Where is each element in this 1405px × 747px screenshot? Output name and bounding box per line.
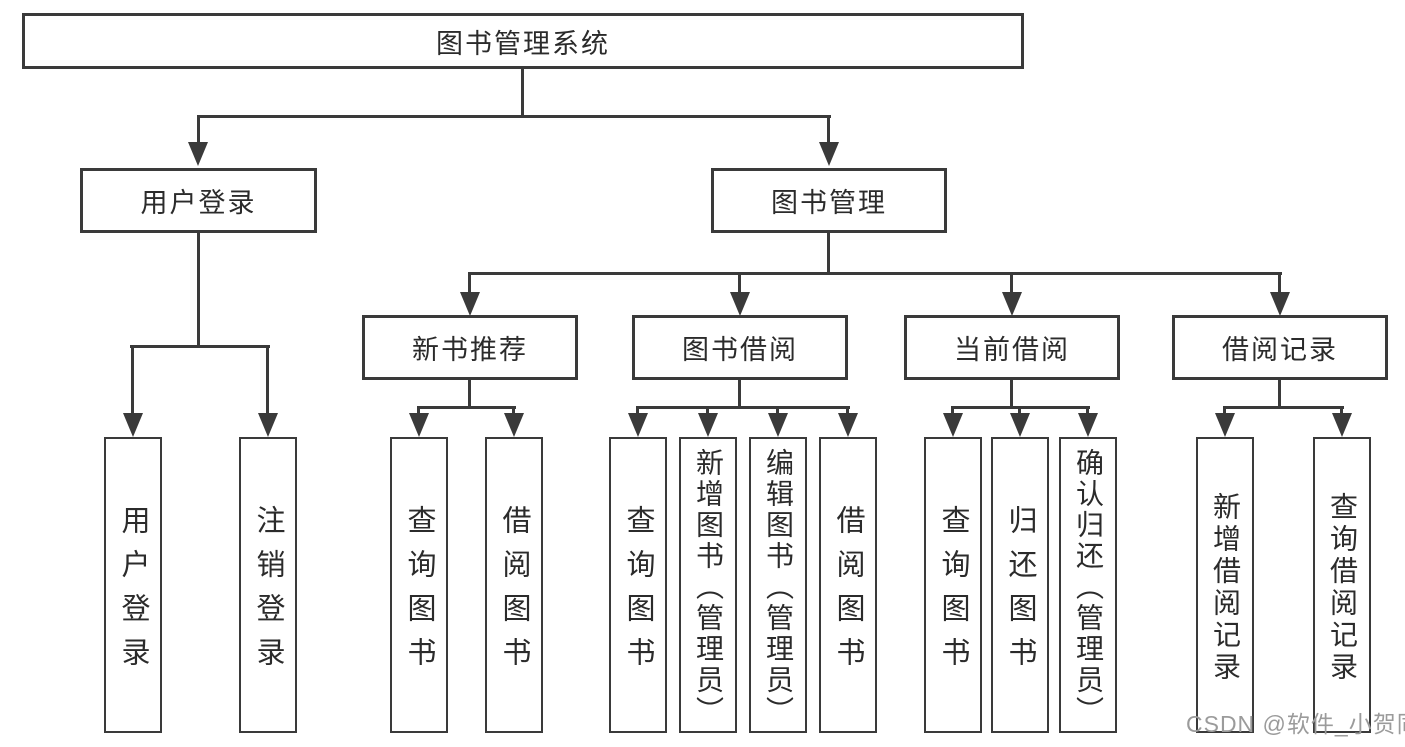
connector-line (738, 272, 741, 296)
node-label: 查询图书 (403, 505, 435, 681)
arrow-down-icon (1002, 292, 1022, 316)
arrow-down-icon (460, 292, 480, 316)
connector-line (197, 115, 200, 146)
connector-line (468, 272, 1282, 275)
arrow-down-icon (123, 413, 143, 437)
node-label: 图书管理系统 (436, 28, 610, 59)
arrow-down-icon (409, 413, 429, 437)
connector-line (776, 406, 779, 415)
node-label: 注销登录 (252, 505, 284, 681)
node-label: 借阅图书 (498, 505, 530, 681)
arrow-down-icon (698, 413, 718, 437)
connector-line (846, 406, 849, 415)
connector-line (738, 380, 741, 408)
csdn-watermark: CSDN @软件_小贺同学 (1186, 711, 1405, 737)
connector-line (1018, 406, 1021, 415)
arrow-down-icon (768, 413, 788, 437)
connector-line (1223, 406, 1226, 415)
node-label: 查询借阅记录 (1327, 492, 1358, 684)
node-label: 用户登录 (117, 505, 149, 681)
leaf-add-borrow-record: 新增借阅记录 (1196, 437, 1254, 733)
node-label: 查询图书 (937, 505, 969, 681)
connector-line (197, 233, 200, 347)
leaf-borrow-books-recommend: 借阅图书 (485, 437, 543, 733)
arrow-down-icon (188, 142, 208, 166)
node-label: 借阅图书 (832, 505, 864, 681)
node-label: 新书推荐 (412, 335, 528, 365)
leaf-logout: 注销登录 (239, 437, 297, 733)
node-current-borrow: 当前借阅 (904, 315, 1120, 380)
connector-line (1086, 406, 1089, 415)
node-label: 图书管理 (771, 188, 887, 218)
node-label: 借阅记录 (1222, 335, 1338, 365)
arrow-down-icon (1078, 413, 1098, 437)
arrow-down-icon (504, 413, 524, 437)
connector-line (468, 380, 471, 408)
node-label: 查询图书 (622, 505, 654, 681)
node-label: 当前借阅 (954, 335, 1070, 365)
leaf-query-books-recommend: 查询图书 (390, 437, 448, 733)
connector-line (521, 69, 524, 117)
leaf-query-borrow-record: 查询借阅记录 (1313, 437, 1371, 733)
connector-line (1223, 406, 1344, 409)
arrow-down-icon (628, 413, 648, 437)
connector-line (1010, 272, 1013, 296)
connector-line (417, 406, 420, 415)
leaf-add-books-admin: 新增图书（管理员） (679, 437, 737, 733)
node-label: 用户登录 (140, 188, 257, 218)
leaf-query-books-current: 查询图书 (924, 437, 982, 733)
connector-line (951, 406, 954, 415)
node-user-login: 用户登录 (80, 168, 317, 233)
leaf-return-books: 归还图书 (991, 437, 1049, 733)
node-borrow-records: 借阅记录 (1172, 315, 1388, 380)
leaf-query-books-borrow: 查询图书 (609, 437, 667, 733)
arrow-down-icon (838, 413, 858, 437)
connector-line (468, 272, 471, 296)
connector-line (1278, 272, 1281, 296)
node-label: 确认归还（管理员） (1073, 447, 1104, 727)
connector-line (1340, 406, 1343, 415)
connector-line (827, 233, 830, 275)
arrow-down-icon (1332, 413, 1352, 437)
node-new-book-recommend: 新书推荐 (362, 315, 578, 380)
arrow-down-icon (943, 413, 963, 437)
node-label: 归还图书 (1004, 505, 1036, 681)
connector-line (706, 406, 709, 415)
connector-line (197, 115, 831, 118)
leaf-borrow-books: 借阅图书 (819, 437, 877, 733)
arrow-down-icon (1010, 413, 1030, 437)
connector-line (512, 406, 515, 415)
node-label: 图书借阅 (682, 335, 798, 365)
node-label: 新增借阅记录 (1210, 492, 1241, 684)
node-root-library-system: 图书管理系统 (22, 13, 1024, 69)
node-book-borrow: 图书借阅 (632, 315, 848, 380)
arrow-down-icon (258, 413, 278, 437)
node-book-management: 图书管理 (711, 168, 947, 233)
connector-line (130, 345, 270, 348)
connector-line (1010, 380, 1013, 408)
leaf-confirm-return-admin: 确认归还（管理员） (1059, 437, 1117, 733)
connector-line (636, 406, 850, 409)
node-label: 新增图书（管理员） (693, 447, 724, 727)
connector-line (417, 406, 516, 409)
connector-line (131, 345, 134, 415)
connector-line (827, 115, 830, 146)
leaf-user-login: 用户登录 (104, 437, 162, 733)
connector-line (636, 406, 639, 415)
connector-line (1278, 380, 1281, 408)
leaf-edit-books-admin: 编辑图书（管理员） (749, 437, 807, 733)
arrow-down-icon (1270, 292, 1290, 316)
arrow-down-icon (819, 142, 839, 166)
arrow-down-icon (730, 292, 750, 316)
node-label: 编辑图书（管理员） (763, 447, 794, 727)
connector-line (266, 345, 269, 415)
arrow-down-icon (1215, 413, 1235, 437)
